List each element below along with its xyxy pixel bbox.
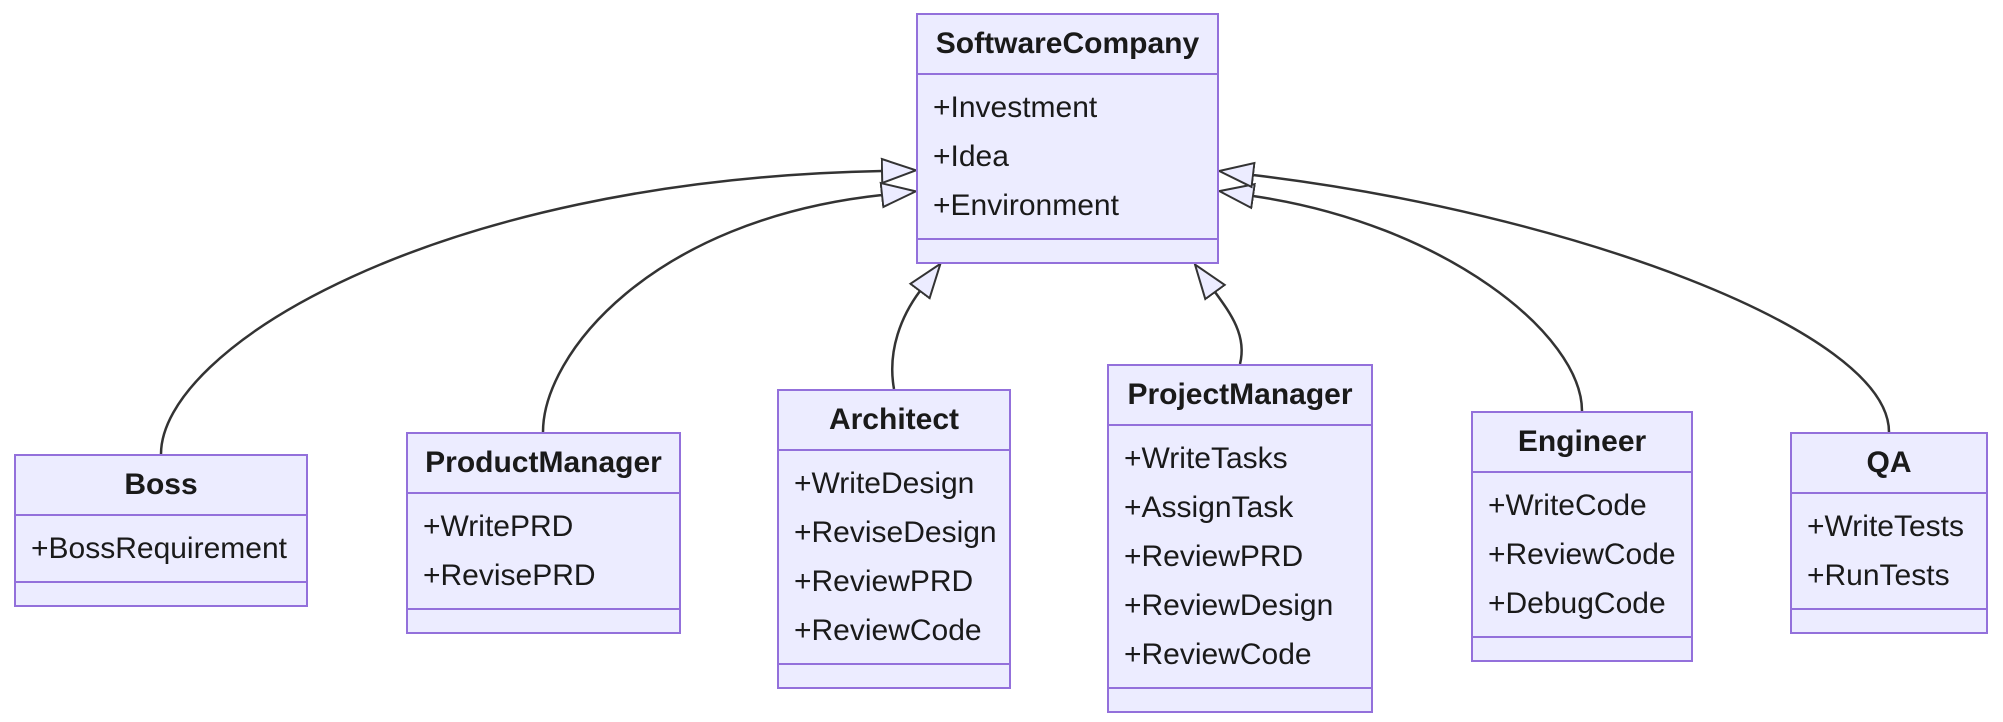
class-architect-title: Architect	[779, 391, 1009, 451]
class-boss: Boss +BossRequirement	[14, 454, 308, 607]
class-qa-methods-empty	[1792, 610, 1986, 632]
edge-productmanager-to-softwarecompany	[541, 181, 919, 433]
class-member: +Idea	[933, 140, 1009, 173]
class-member: +ReviewCode	[794, 614, 982, 647]
class-member: +RevisePRD	[423, 559, 596, 592]
class-qa-title: QA	[1792, 434, 1986, 494]
class-qa-members: +WriteTests +RunTests	[1792, 494, 1986, 610]
class-member: +WriteTests	[1807, 510, 1964, 543]
class-softwarecompany: SoftwareCompany +Investment +Idea +Envir…	[916, 13, 1219, 264]
class-productmanager: ProductManager +WritePRD +RevisePRD	[406, 432, 681, 634]
class-member: +ReviseDesign	[794, 516, 997, 549]
class-member: +WriteCode	[1488, 489, 1647, 522]
class-boss-title: Boss	[16, 456, 306, 516]
class-member: +Environment	[933, 189, 1119, 222]
class-member: +ReviewPRD	[794, 565, 974, 598]
class-qa: QA +WriteTests +RunTests	[1790, 432, 1988, 634]
class-architect-members: +WriteDesign +ReviseDesign +ReviewPRD +R…	[779, 451, 1009, 665]
class-boss-methods-empty	[16, 583, 306, 605]
class-projectmanager-title: ProjectManager	[1109, 366, 1371, 426]
class-softwarecompany-methods-empty	[918, 240, 1217, 262]
class-productmanager-title: ProductManager	[408, 434, 679, 494]
class-architect: Architect +WriteDesign +ReviseDesign +Re…	[777, 389, 1011, 689]
class-engineer-methods-empty	[1473, 638, 1691, 660]
class-projectmanager-methods-empty	[1109, 689, 1371, 711]
class-member: +WriteTasks	[1124, 442, 1288, 475]
class-productmanager-members: +WritePRD +RevisePRD	[408, 494, 679, 610]
edge-qa-to-softwarecompany	[1216, 161, 1891, 433]
class-member: +ReviewPRD	[1124, 540, 1304, 573]
class-projectmanager: ProjectManager +WriteTasks +AssignTask +…	[1107, 364, 1373, 713]
class-productmanager-methods-empty	[408, 610, 679, 632]
class-boss-members: +BossRequirement	[16, 516, 306, 583]
class-member: +ReviewCode	[1124, 638, 1312, 671]
class-architect-methods-empty	[779, 665, 1009, 687]
edge-boss-to-softwarecompany	[159, 157, 919, 455]
class-member: +AssignTask	[1124, 491, 1294, 524]
class-engineer: Engineer +WriteCode +ReviewCode +DebugCo…	[1471, 411, 1693, 662]
class-member: +RunTests	[1807, 559, 1950, 592]
class-member: +WriteDesign	[794, 467, 975, 500]
class-member: +ReviewCode	[1488, 538, 1676, 571]
class-member: +DebugCode	[1488, 587, 1666, 620]
class-projectmanager-members: +WriteTasks +AssignTask +ReviewPRD +Revi…	[1109, 426, 1371, 689]
class-member: +Investment	[933, 91, 1098, 124]
class-engineer-members: +WriteCode +ReviewCode +DebugCode	[1473, 473, 1691, 638]
class-member: +WritePRD	[423, 510, 574, 543]
class-softwarecompany-members: +Investment +Idea +Environment	[918, 75, 1217, 240]
edge-engineer-to-softwarecompany	[1216, 182, 1584, 412]
class-member: +ReviewDesign	[1124, 589, 1334, 622]
edge-architect-to-softwarecompany	[891, 261, 943, 390]
class-engineer-title: Engineer	[1473, 413, 1691, 473]
class-member: +BossRequirement	[31, 532, 287, 565]
class-softwarecompany-title: SoftwareCompany	[918, 15, 1217, 75]
edge-projectmanager-to-softwarecompany	[1193, 262, 1243, 365]
